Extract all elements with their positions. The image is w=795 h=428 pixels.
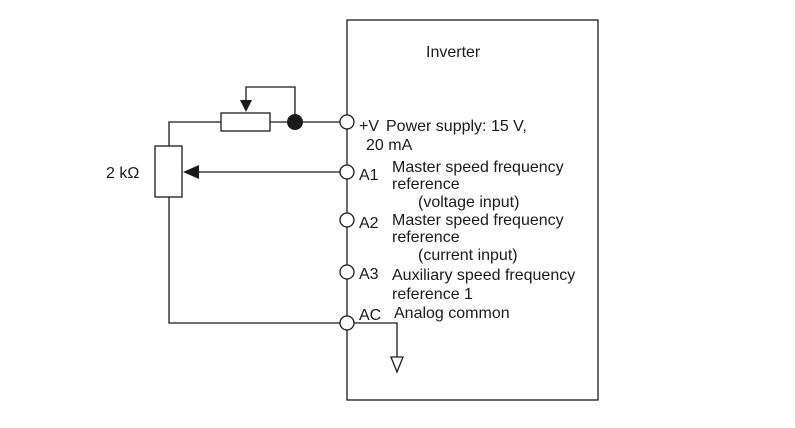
terminal-plus-v-id: +V (359, 118, 379, 135)
trimmer-arrow-icon (240, 100, 252, 112)
terminal-a2-id: A2 (359, 215, 379, 232)
potentiometer-label: 2 kΩ (106, 165, 139, 182)
terminal-a1-desc-2: reference (392, 176, 460, 193)
terminal-plus-v-desc-1: Power supply: 15 V, (386, 118, 527, 135)
terminal-ac (339, 315, 355, 331)
terminal-a3-desc-1: Auxiliary speed frequency (392, 267, 575, 284)
potentiometer (154, 145, 183, 198)
terminal-a2-desc-3: (current input) (418, 247, 518, 264)
terminal-ac-id: AC (359, 307, 381, 324)
series-resistor (220, 112, 271, 132)
common-wire (168, 197, 340, 324)
supply-wire (168, 121, 221, 146)
terminal-a3 (339, 264, 355, 280)
terminal-a3-id: A3 (359, 266, 379, 283)
terminal-a1-desc-1: Master speed frequency (392, 159, 564, 176)
inverter-title: Inverter (426, 44, 481, 61)
terminal-a1-desc-3: (voltage input) (418, 194, 519, 211)
terminal-a1 (339, 164, 355, 180)
terminal-plus-v (339, 114, 355, 130)
terminal-a2-desc-2: reference (392, 229, 460, 246)
terminal-ac-desc-1: Analog common (394, 305, 510, 322)
ground-wire (354, 322, 398, 357)
terminal-a1-id: A1 (359, 167, 379, 184)
trimmer-wiper-wire (245, 86, 296, 122)
terminal-plus-v-desc-2: 20 mA (366, 137, 413, 154)
ground-icon (390, 356, 404, 374)
terminal-a2 (339, 212, 355, 228)
terminal-a3-desc-2: reference 1 (392, 286, 473, 303)
terminal-a2-desc-1: Master speed frequency (392, 212, 564, 229)
junction-dot (287, 114, 303, 130)
inverter-box (346, 19, 599, 401)
wiper-arrow-icon (183, 165, 199, 179)
